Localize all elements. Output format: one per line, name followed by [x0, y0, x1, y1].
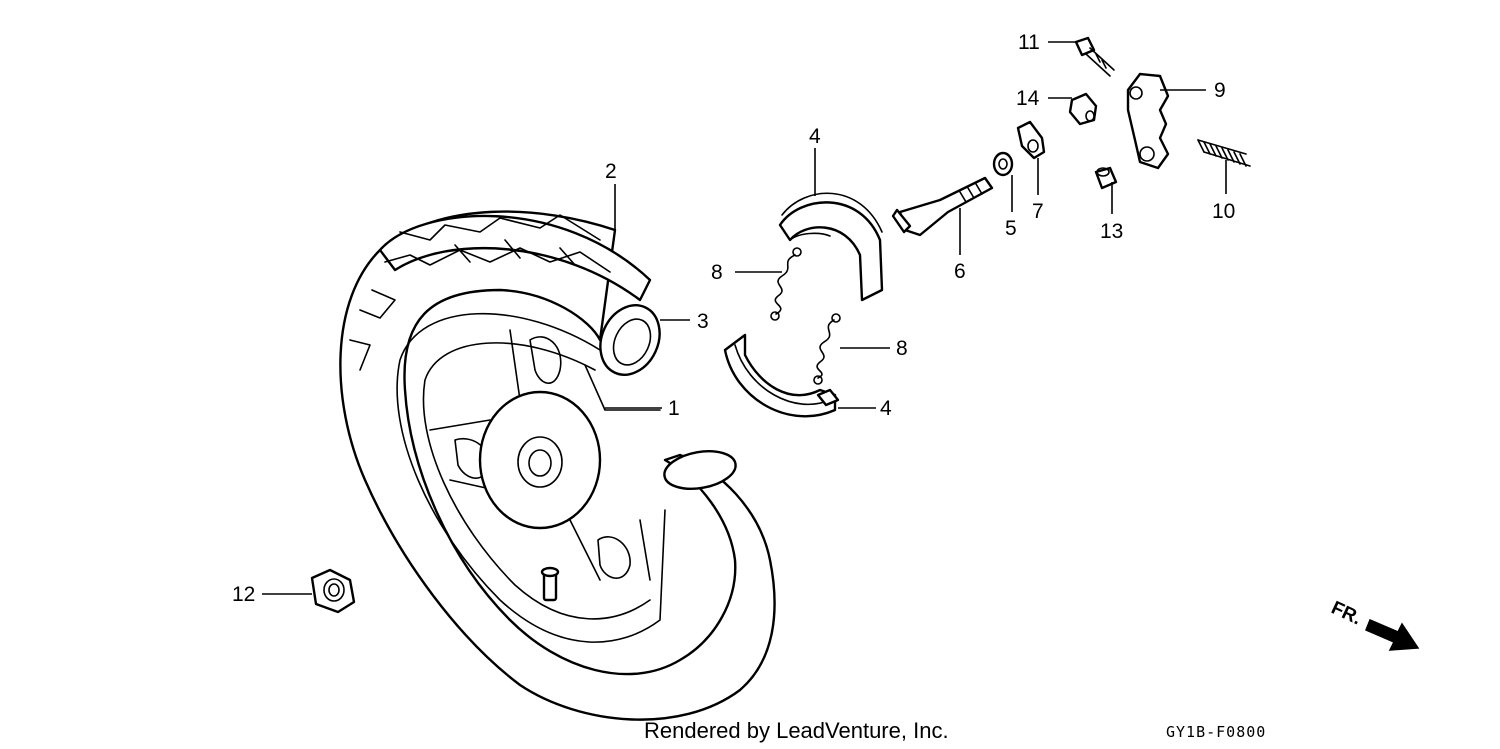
wheel-spokes	[429, 329, 661, 581]
brake-shoe-upper	[778, 192, 884, 302]
axle-nut	[310, 568, 356, 614]
return-spring	[1197, 139, 1251, 167]
callout-14: 14	[1016, 87, 1040, 110]
callout-10: 10	[1212, 200, 1235, 223]
callout-8-lower: 8	[896, 337, 908, 360]
brake-shoe-lower	[723, 333, 840, 418]
leader-lines	[262, 41, 1227, 595]
shoe-spring-lower	[813, 313, 841, 385]
callout-7: 7	[1032, 200, 1044, 223]
wheel-hub	[478, 390, 602, 530]
lock-nut	[1068, 92, 1098, 126]
joint-pin	[1094, 166, 1118, 190]
callout-4-upper: 4	[809, 125, 821, 148]
brake-camshaft	[891, 176, 994, 237]
callout-11: 11	[1018, 31, 1040, 54]
callout-13: 13	[1100, 220, 1123, 243]
tire-section-bottom	[663, 450, 737, 490]
callout-5: 5	[1005, 217, 1017, 240]
callout-3: 3	[697, 310, 709, 333]
brake-arm	[1126, 72, 1170, 170]
callout-1: 1	[668, 397, 680, 420]
tire-tread	[378, 214, 652, 302]
front-direction-label: FR.	[1328, 597, 1365, 629]
callout-2: 2	[605, 160, 617, 183]
callout-9: 9	[1214, 79, 1226, 102]
callout-4-lower: 4	[880, 397, 892, 420]
diagram-code: GY1B-F0800	[1166, 723, 1266, 741]
callout-8-upper: 8	[711, 261, 723, 284]
washer	[992, 151, 1014, 177]
callout-12: 12	[232, 583, 255, 606]
rear-wheel-assembly	[339, 210, 776, 721]
front-direction-indicator: FR.	[1328, 597, 1420, 651]
rim-outline	[396, 312, 666, 643]
shoe-spring-upper	[770, 247, 802, 321]
front-arrow-icon	[1365, 619, 1420, 651]
render-credit: Rendered by LeadVenture, Inc.	[644, 718, 949, 743]
callout-labels: 1 2 3 4 4 5 6 7 8 8 9 10 11 12 13 14	[232, 31, 1235, 606]
callout-6: 6	[954, 260, 966, 283]
bolt	[1074, 36, 1115, 77]
